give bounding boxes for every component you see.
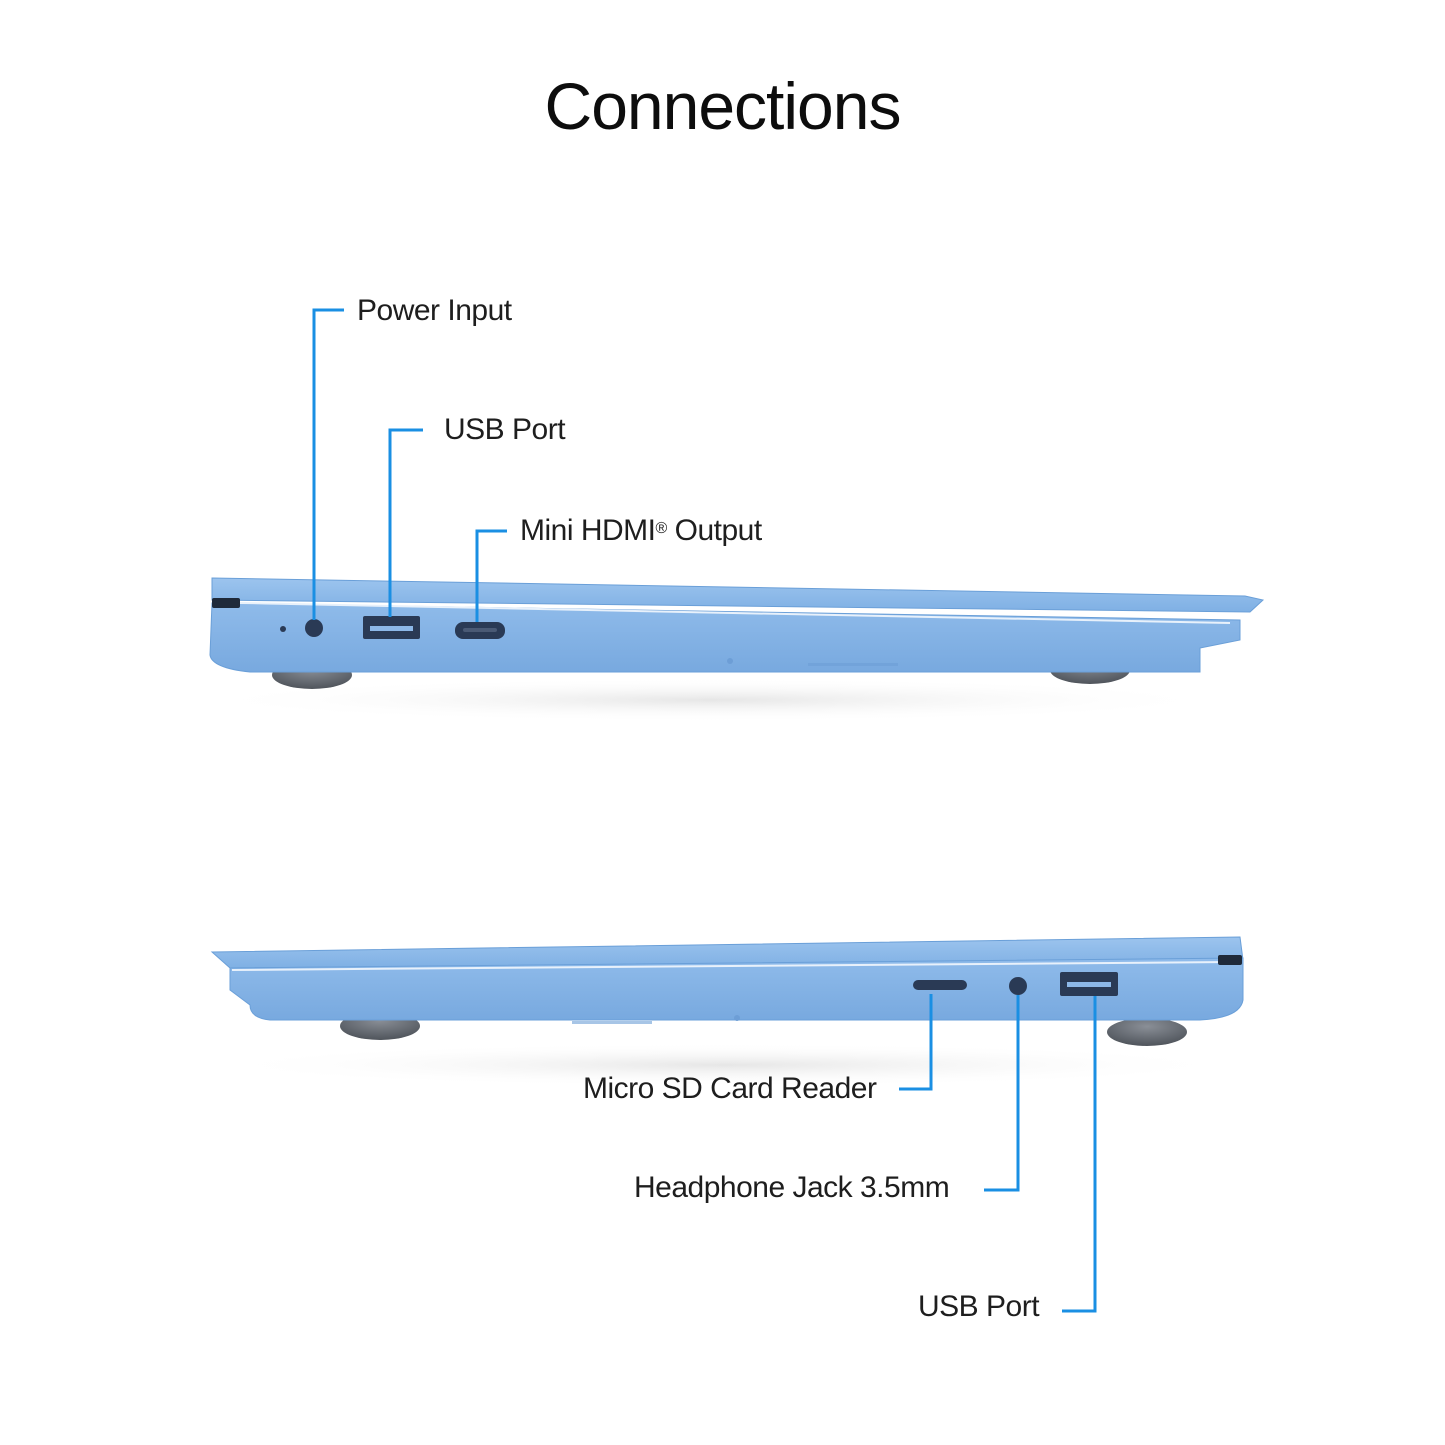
laptop-base: [209, 602, 1241, 673]
power-input-label: Power Input: [357, 294, 512, 327]
laptop-left-side: [190, 577, 1265, 722]
headphone-jack-label: Headphone Jack 3.5mm: [634, 1171, 950, 1204]
mini-hdmi-suffix: Output: [666, 514, 763, 547]
micro-sd-port: [913, 980, 967, 990]
power-input-leader: [312, 308, 344, 620]
registered-mark: ®: [655, 520, 668, 537]
laptop-lid: [211, 577, 1265, 613]
headphone-leader: [984, 995, 1020, 1192]
mini-hdmi-text: Mini HDMI: [520, 514, 656, 547]
status-led: [280, 626, 286, 632]
hdmi-leader: [475, 529, 507, 622]
usb-port-leader: [388, 428, 423, 617]
headphone-jack: [1009, 977, 1027, 995]
usb-port-leader-right: [1062, 996, 1097, 1313]
usb-port-right-label: USB Port: [918, 1290, 1040, 1323]
micro-sd-leader: [899, 994, 933, 1091]
power-input-port: [305, 619, 323, 637]
usb-port-label: USB Port: [444, 413, 566, 446]
mini-hdmi-label: Mini HDMI® Output: [520, 513, 762, 549]
micro-sd-label: Micro SD Card Reader: [583, 1072, 877, 1105]
laptop-foot: [1107, 1018, 1187, 1046]
laptop-right-side: [205, 936, 1245, 1087]
page-title: Connections: [544, 69, 902, 143]
